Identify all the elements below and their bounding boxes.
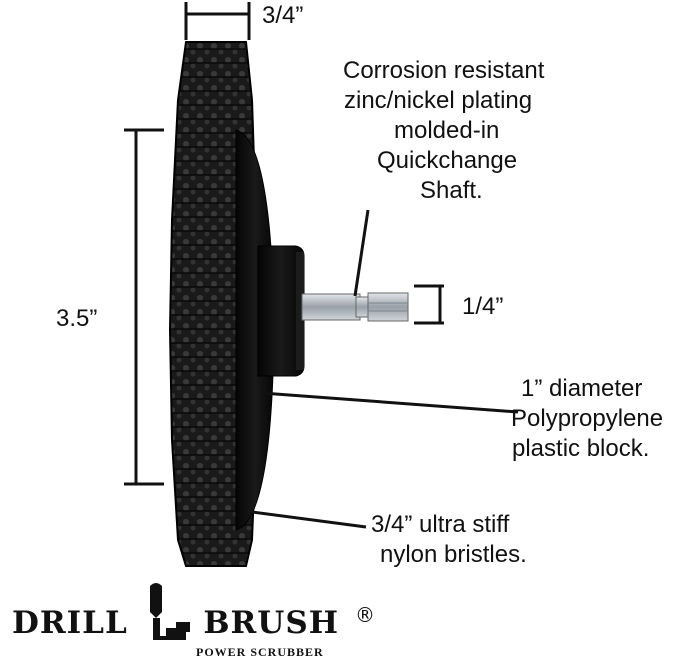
logo-word-brush: BRUSH [203, 605, 340, 641]
shaft-dimension-label: 1/4” [462, 293, 504, 320]
block-callout-line-1: 1” diameter [521, 375, 643, 402]
shaft-callout-line-4: Quickchange [377, 147, 518, 174]
shaft-callout-line-1: Corrosion resistant [343, 57, 545, 84]
shaft-callout-line-2: zinc/nickel plating [344, 87, 533, 114]
bristles-callout-line-2: nylon bristles. [380, 541, 527, 568]
logo-tagline: POWER SCRUBBER [196, 645, 324, 659]
brand-logo: DRILL BRUSH [12, 606, 339, 640]
shaft-leader-line [353, 209, 370, 297]
block-callout-line-3: plastic block. [512, 435, 650, 462]
bristles-callout-line-1: 3/4” ultra stiff [371, 511, 510, 538]
height-dimension-label: 3.5” [56, 305, 98, 332]
logo-figure-icon [150, 583, 190, 640]
plastic-block [235, 129, 305, 531]
shaft-callout-line-5: Shaft. [420, 177, 483, 204]
quickchange-shaft [301, 292, 409, 322]
block-leader-line [261, 391, 519, 414]
block-callout-line-2: Polypropylene [511, 405, 664, 432]
width-dimension-marker [184, 2, 251, 40]
height-dimension-marker [124, 128, 164, 486]
shaft-callout-line-3: molded-in [394, 117, 500, 144]
shaft-dimension-marker [414, 284, 444, 325]
width-dimension-label: 3/4” [262, 2, 304, 29]
registered-mark: ® [355, 603, 375, 627]
logo-word-drill: DRILL [12, 605, 128, 641]
bristles-leader-line [251, 510, 367, 529]
